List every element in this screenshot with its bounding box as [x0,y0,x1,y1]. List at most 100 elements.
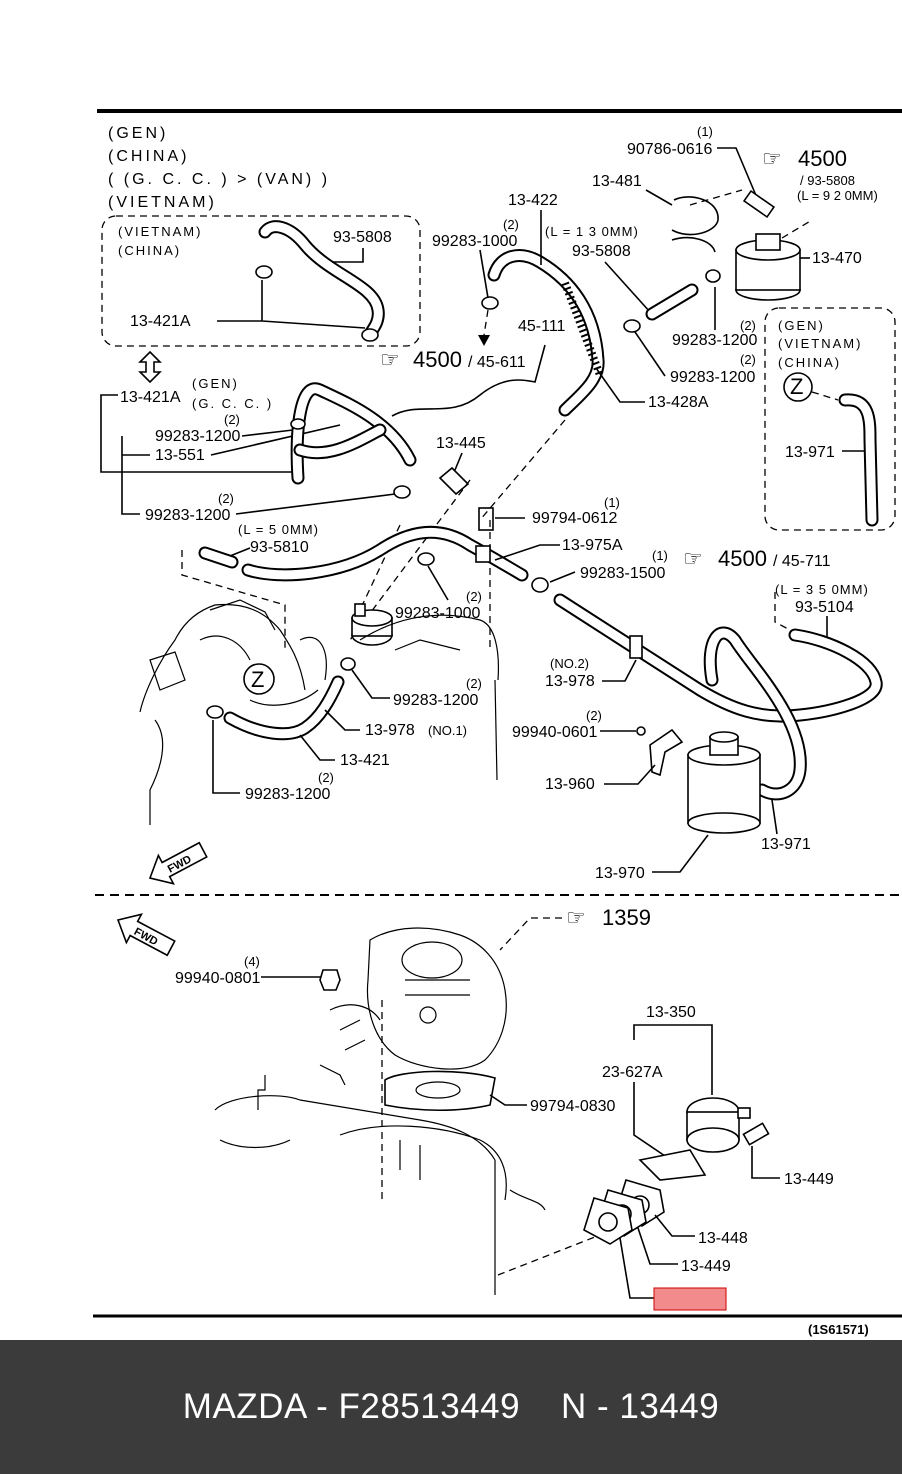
leader-line [619,1237,654,1299]
bolt [742,189,776,219]
leader-line [332,248,364,263]
diagram-code: (1S61571) [808,1322,869,1337]
leader-line [324,709,360,731]
leader-line [299,734,335,761]
leader-line [427,565,449,601]
part-label-13-421A: 93-5808 [333,229,392,246]
joint [475,545,491,563]
ref-hand-icon: ☞ [683,546,703,571]
qty-label: (1) [652,548,668,563]
inset-vietnam-china-left [101,215,421,347]
length-130: (L = 1 3 0MM) [545,224,639,239]
ref-4500: 4500 [413,347,462,372]
ref-45-611: / 45-611 [468,354,526,371]
clamp [531,577,549,593]
qty-label: (4) [244,954,260,969]
leader-line [645,189,673,206]
bolt [478,507,494,531]
inset-left-item: (VIETNAM) [118,224,202,239]
qty-label: (1) [697,124,713,139]
nut [636,726,646,736]
clamp [255,265,273,279]
qty-label: (1) [604,495,620,510]
part-label-13-970: 13-970 [595,865,645,882]
qty-label: (2) [586,708,602,723]
part-label-99794-0612: 99794-0612 [532,510,618,527]
dash-line [497,1234,601,1276]
part-label-13-978: 13-978 [365,722,415,739]
bracket-13-960 [649,728,684,777]
leader-line [217,280,366,329]
ref-hand-icon: ☞ [380,347,400,372]
leader-line [751,1146,780,1179]
part-label-13-481: 13-481 [592,173,642,190]
leader-line [241,429,294,437]
part-label-90786-0616: 90786-0616 [627,141,713,158]
part-label-13-421: 13-421 [340,752,390,769]
ref-4500: 4500 [798,146,847,171]
ref-hand-icon: ☞ [762,146,782,171]
leader-line [604,764,656,785]
bracket-line [633,1024,713,1095]
nut [319,969,341,991]
leader-line [637,1227,678,1265]
applicability-item: ( (G. C. C. ) > (VAN) ) [108,171,330,188]
hose-13-551 [290,382,417,485]
footer-bar: MAZDA - F28513449 N - 13449 [0,1340,902,1474]
dash-line [181,550,286,650]
leader-line [479,249,489,299]
zone-marker-z [783,372,813,402]
dash-line [479,419,566,521]
applicability-item: (CHINA) [108,148,189,165]
qty-label: (2) [466,676,482,691]
qty-label: (2) [740,318,756,333]
part-label-99283-1200: 99283-1200 [245,786,331,803]
footer-title: MAZDA - F28513449 N - 13449 [182,1387,720,1426]
applicability-item: (VIETNAM) [108,194,217,211]
leader-line [633,1082,669,1159]
fuel-pump-13-350 [638,1097,751,1181]
fwd-arrow-icon: FWD [116,913,176,957]
part-label-13-421A: 13-421A [120,389,181,406]
label-no1: (NO.1) [428,723,467,738]
part-label-99283-1200: 99283-1200 [155,428,241,445]
clamp [623,319,641,333]
clamp [417,552,435,566]
valve-part [351,603,393,646]
part-label-13-978: 13-978 [545,673,595,690]
leader-line [549,571,576,583]
qty-label: (2) [218,491,234,506]
qty-label: (2) [318,770,334,785]
leader-line [494,544,560,561]
leader-line [351,669,390,699]
part-label-99794-0830: 13-449 [784,1171,834,1188]
dash-line [811,391,839,401]
part-label-13-422: 13-422 [508,192,558,209]
inset-left-item: (CHINA) [118,243,181,258]
joint [629,635,643,659]
zone-marker-text: Z [251,667,264,692]
clamp [340,657,356,671]
leader-line [235,493,396,515]
gcc-label: (G. C. C. ) [192,396,273,411]
part-label-99283-1200: 99283-1200 [393,692,479,709]
dash-line [781,219,813,239]
part-label-13-551: 13-551 [155,447,205,464]
parts-diagram: (GEN) (CHINA) ( (G. C. C. ) > (VAN) ) (V… [93,109,902,1337]
length-50: (L = 5 0MM) [238,522,319,537]
leader-line [654,1214,695,1237]
bolt [742,1122,770,1146]
leader-line [489,1094,527,1106]
dash-line [689,189,743,206]
inset-right-item: (VIETNAM) [778,336,862,351]
part-label-13-960: 13-960 [545,776,595,793]
gen-label: (GEN) [192,376,239,391]
part-label-93-5104: 93-5104 [795,599,854,616]
hose-13-422 [487,249,605,417]
qty-label: (2) [466,589,482,604]
ref-1359: 1359 [602,905,651,930]
leader-line [229,547,251,557]
part-label-93-5808: 93-5808 [572,243,631,260]
leader-line [634,331,666,377]
clamp [361,328,379,342]
